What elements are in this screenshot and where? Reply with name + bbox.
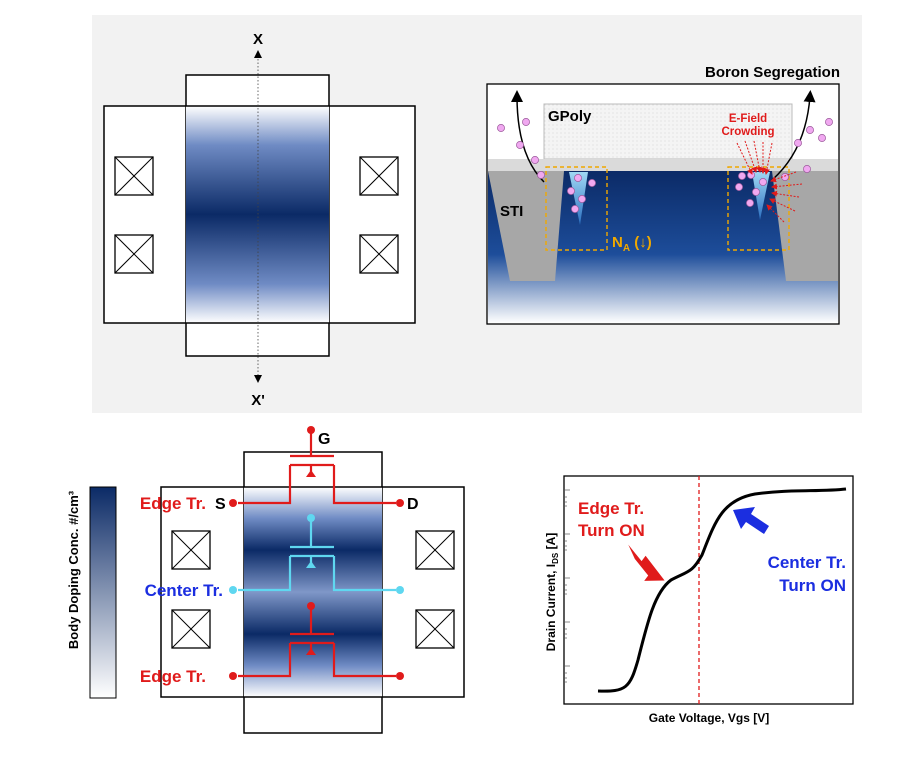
contact-icon [171, 609, 211, 649]
source-label: S [215, 496, 226, 513]
center-turn-on-arrow-icon [733, 507, 769, 534]
sti-left [488, 171, 564, 281]
center-gate-dot [307, 514, 315, 522]
contact-icon [415, 609, 455, 649]
drain-terminal-dot [396, 499, 404, 507]
drain-label: D [407, 496, 419, 513]
panel-b-cross-section: Boron Segregation GPoly E-Field Crowding… [486, 64, 840, 325]
bottom-drain-dot [396, 672, 404, 680]
efield-arrows [736, 140, 803, 223]
panel-d-iv-plot: Edge Tr. Turn ON Center Tr. Turn ON Gate… [544, 475, 854, 725]
colorbar-label: Body Doping Conc. #/cm³ [66, 490, 81, 649]
gate-oxide [488, 159, 838, 171]
drain-current-curve [597, 487, 847, 693]
panel-c-transistor-model: Body Doping Conc. #/cm³ [66, 426, 465, 734]
contact-icon [114, 234, 154, 274]
source-terminal-dot [229, 499, 237, 507]
contact-icon [359, 234, 399, 274]
channel-doping-gradient [186, 106, 329, 323]
center-source-dot [229, 586, 237, 594]
boron-atoms [497, 118, 833, 213]
efield-label-line2: Crowding [721, 126, 774, 138]
arrow-down-icon [254, 375, 262, 383]
arrow-up-icon [306, 470, 316, 477]
edge-turn-on-arrow-icon [628, 544, 665, 581]
y-axis-ticks [564, 489, 570, 683]
x-axis-label: Gate Voltage, Vgs [V] [649, 711, 769, 725]
gpoly-label: GPoly [548, 108, 592, 125]
channel-doping-gradient [244, 487, 382, 697]
arrow-up-icon [254, 50, 262, 58]
edge-turn-on-line1: Edge Tr. [578, 499, 644, 518]
plot-frame [563, 475, 854, 705]
center-turn-on-line1: Center Tr. [768, 553, 846, 572]
bottom-gate-dot [307, 602, 315, 610]
contact-icon [415, 530, 455, 570]
edge-top-label: Edge Tr. [140, 494, 206, 513]
edge-box-left [545, 166, 608, 251]
contact-icon [114, 156, 154, 196]
boron-segregation-title: Boron Segregation [705, 64, 840, 81]
contact-icon [171, 530, 211, 570]
edge-transistor-bottom-symbol [238, 606, 396, 678]
doping-colorbar [89, 486, 117, 699]
sti-label: STI [500, 203, 523, 220]
gate-terminal-dot [307, 426, 315, 434]
axis-top-label: X [253, 31, 263, 48]
center-drain-dot [396, 586, 404, 594]
arrow-up-icon [306, 648, 316, 655]
edge-turn-on-line2: Turn ON [578, 521, 645, 540]
center-turn-on-line2: Turn ON [779, 576, 846, 595]
arrow-up-icon [306, 561, 316, 568]
bottom-source-dot [229, 672, 237, 680]
y-axis-label: Drain Current, IDS [A] [544, 533, 560, 651]
center-label: Center Tr. [145, 581, 223, 600]
efield-label-line1: E-Field [729, 113, 767, 125]
gate-poly [543, 103, 793, 160]
axis-bottom-label: X' [251, 392, 265, 409]
center-transistor-symbol [238, 518, 396, 592]
gate-label: G [318, 431, 330, 448]
na-label: NA (↓) [612, 234, 652, 254]
contact-icon [359, 156, 399, 196]
edge-bottom-label: Edge Tr. [140, 667, 206, 686]
